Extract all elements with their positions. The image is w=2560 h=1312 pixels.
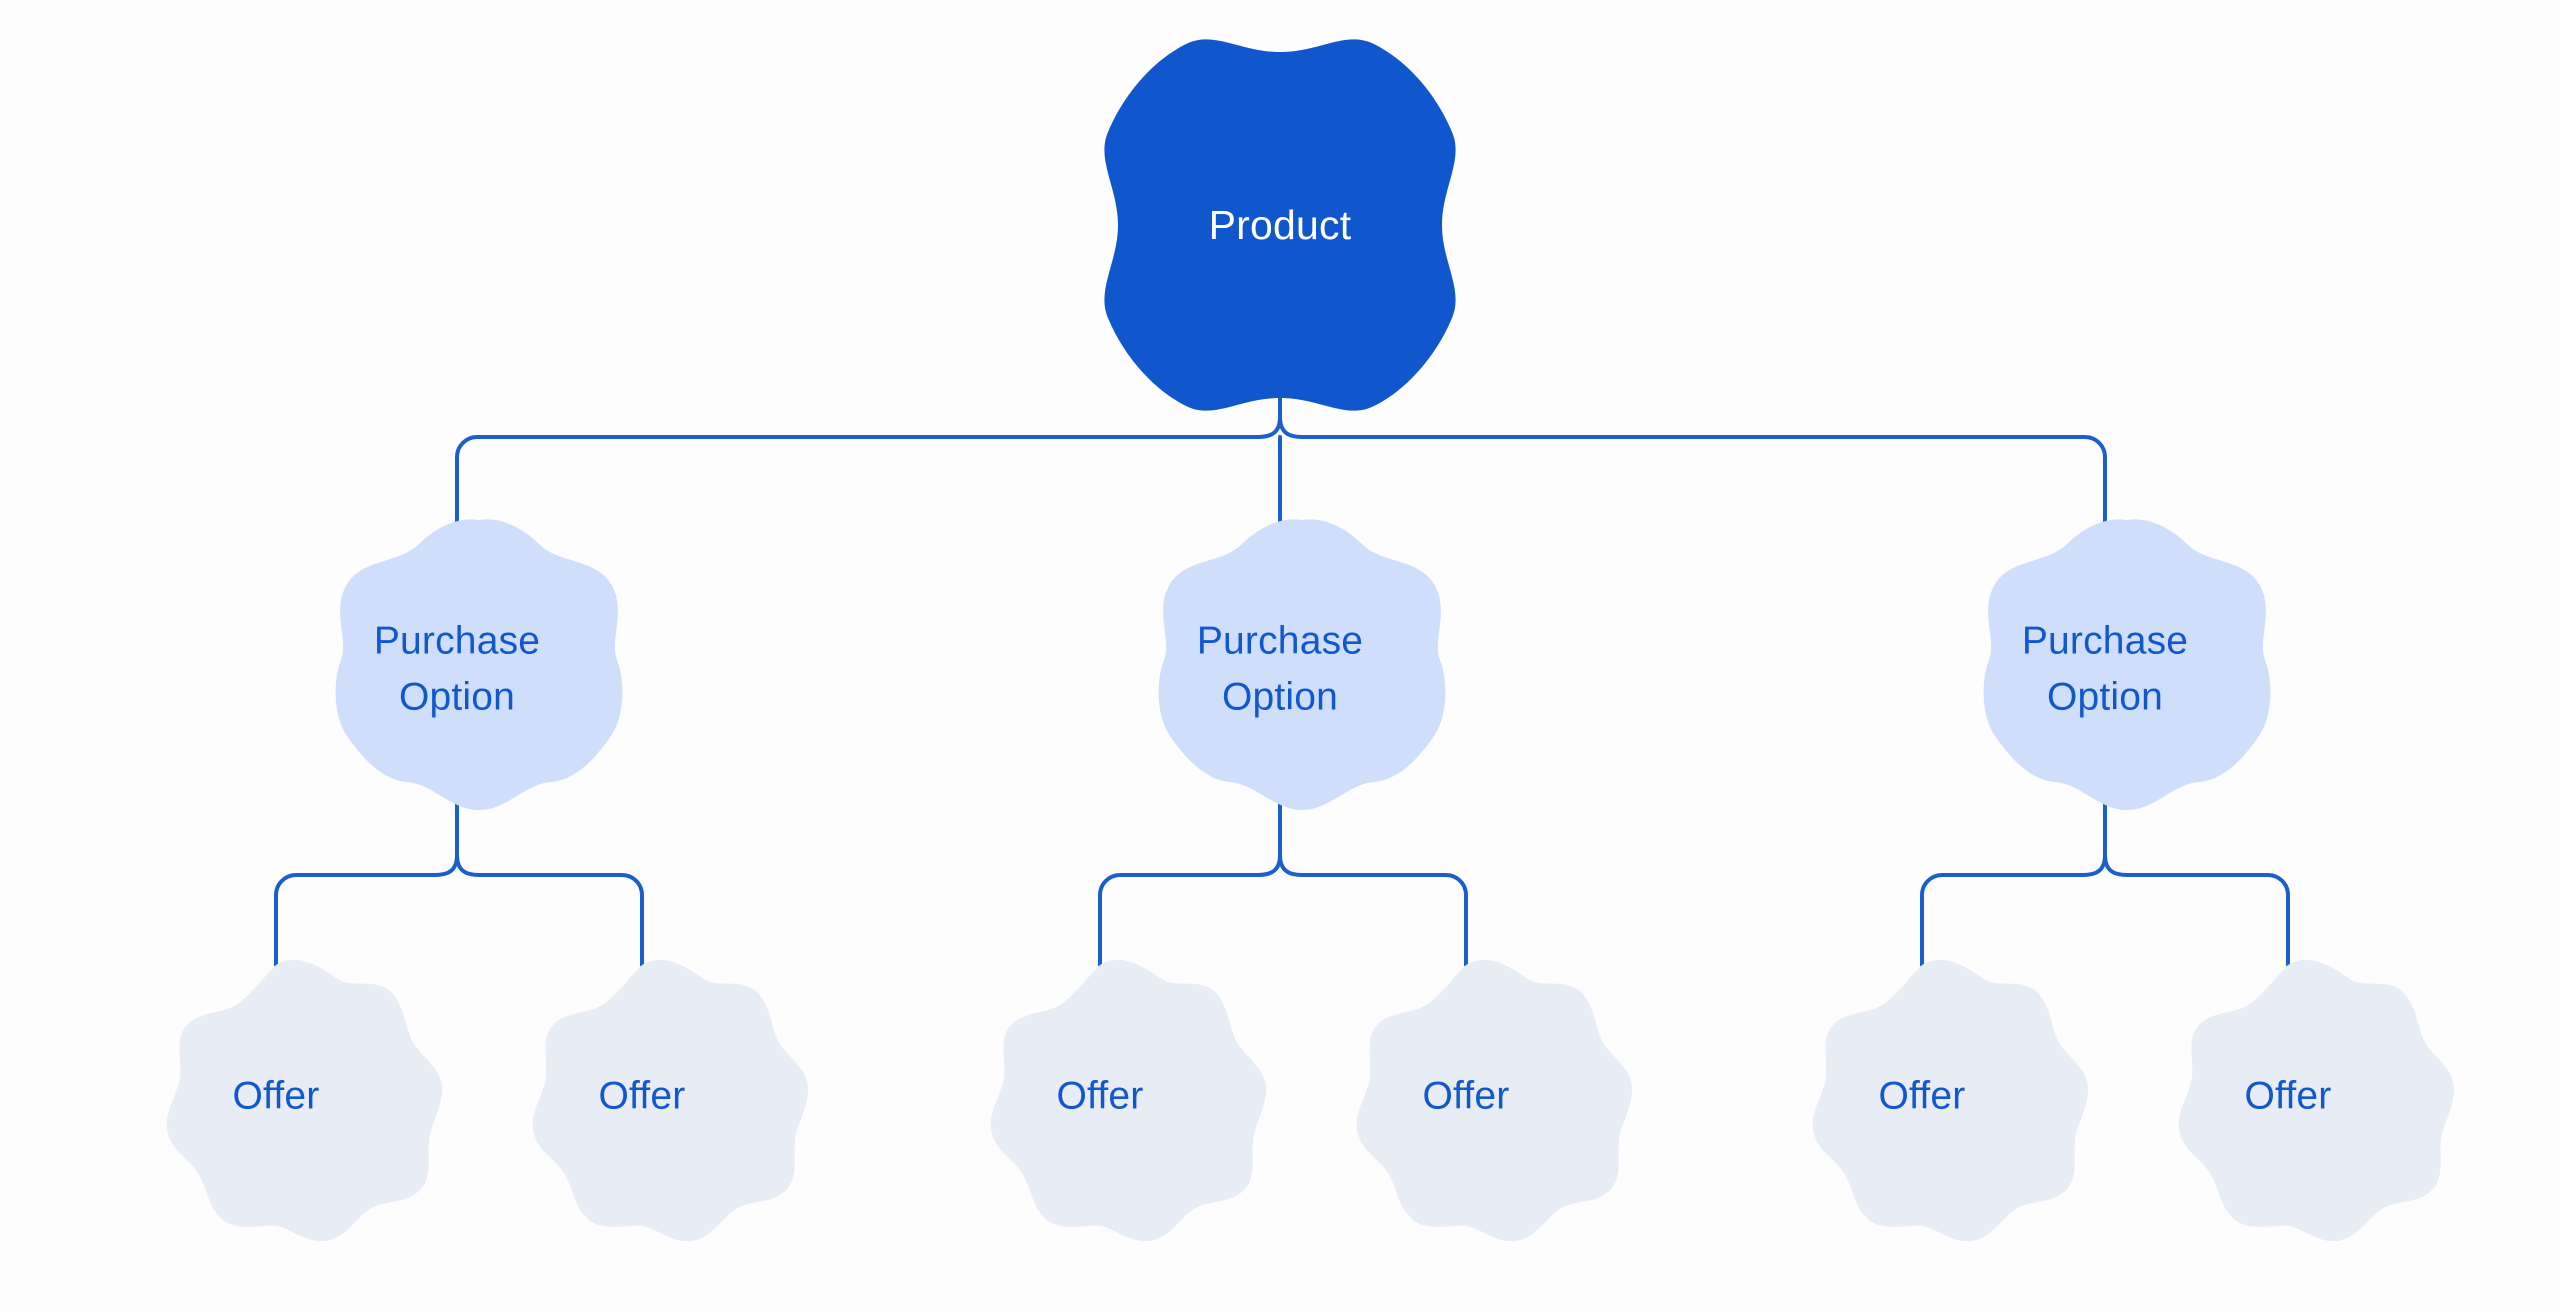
offer-4-label: Offer [1423, 1074, 1510, 1117]
node-offer-1[interactable]: Offer [166, 959, 442, 1242]
offer-1-label: Offer [233, 1074, 320, 1117]
node-offer-2[interactable]: Offer [532, 959, 808, 1242]
offer-6-shape [2178, 959, 2454, 1242]
purchase-option-1-label-line2: Option [399, 675, 515, 718]
connector-level2-bus [455, 415, 1282, 532]
connector-po1-bus-left [274, 853, 459, 967]
node-offer-4[interactable]: Offer [1356, 959, 1632, 1242]
node-offer-6[interactable]: Offer [2178, 959, 2454, 1242]
connector-po2-bus-right [1278, 853, 1468, 967]
connector-layer [274, 348, 2290, 967]
connector-po1-bus-right [455, 853, 644, 967]
connector-po2-bus-left [1098, 853, 1282, 967]
offer-2-label: Offer [599, 1074, 686, 1117]
offer-6-label: Offer [2245, 1074, 2332, 1117]
offer-2-shape [532, 959, 808, 1242]
node-purchase-option-1[interactable]: Purchase Option [335, 519, 623, 810]
offer-3-label: Offer [1057, 1074, 1144, 1117]
node-purchase-option-2[interactable]: Purchase Option [1158, 519, 1446, 810]
offer-5-label: Offer [1879, 1074, 1966, 1117]
purchase-option-3-label-line1: Purchase [2022, 619, 2188, 662]
product-node-shape [1104, 39, 1456, 411]
connector-po3-bus-right [2103, 853, 2290, 967]
node-purchase-option-3[interactable]: Purchase Option [1983, 519, 2271, 810]
node-offer-5[interactable]: Offer [1812, 959, 2088, 1242]
offer-5-shape [1812, 959, 2088, 1242]
purchase-option-2-shape [1158, 519, 1446, 810]
purchase-option-1-shape [335, 519, 623, 810]
node-offer-3[interactable]: Offer [990, 959, 1266, 1242]
offer-1-shape [166, 959, 442, 1242]
product-node-label: Product [1209, 202, 1352, 248]
connector-po3-bus-left [1920, 853, 2107, 967]
purchase-option-3-shape [1983, 519, 2271, 810]
purchase-option-1-label-line1: Purchase [374, 619, 540, 662]
offer-4-shape [1356, 959, 1632, 1242]
node-product[interactable]: Product [1104, 39, 1456, 411]
connector-level2-bus-right [1278, 415, 2107, 532]
purchase-option-2-label-line2: Option [1222, 675, 1338, 718]
purchase-option-3-label-line2: Option [2047, 675, 2163, 718]
purchase-option-2-label-line1: Purchase [1197, 619, 1363, 662]
offer-3-shape [990, 959, 1266, 1242]
